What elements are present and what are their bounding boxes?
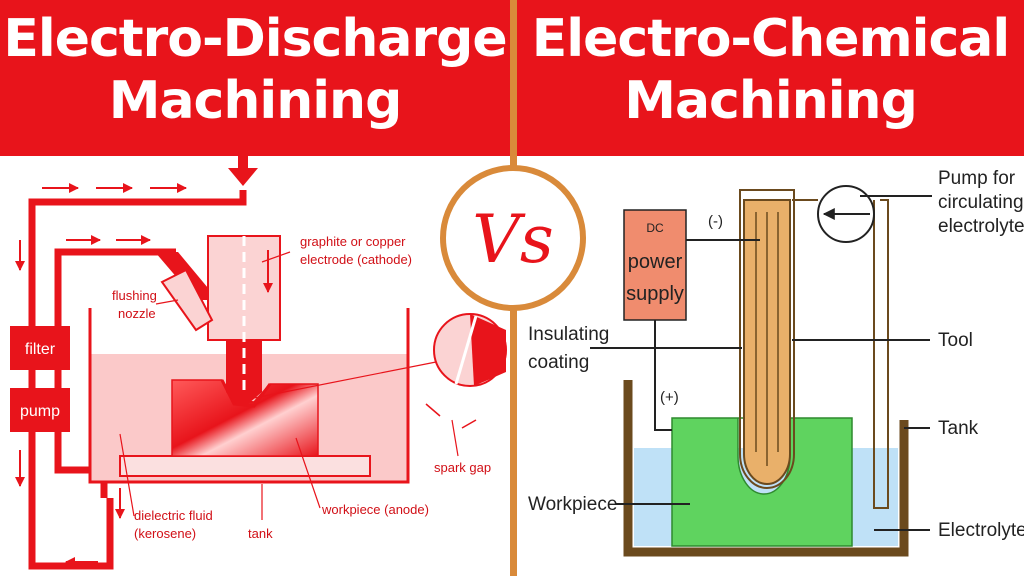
magnified-electrode: [470, 314, 506, 386]
vs-badge: Vs: [440, 165, 586, 311]
fluid-label-line1: dielectric fluid: [134, 508, 213, 523]
edm-base-plate: [119, 455, 371, 477]
filter-label: filter: [25, 341, 56, 358]
pump-label-line2: circulating: [938, 192, 1024, 213]
ecm-title-banner: Electro-Chemical Machining: [517, 0, 1024, 156]
ecm-wiring: [654, 239, 760, 431]
gap-marker-left: [425, 403, 441, 417]
tool-label: Tool: [938, 330, 973, 351]
electrode-label-line1: graphite or copper: [300, 234, 406, 249]
edm-leader-lines: [119, 251, 459, 520]
insulating-label-line1: Insulating: [528, 324, 609, 345]
dc-label-line2: power: [628, 251, 683, 273]
magnifier-leader: [253, 361, 437, 399]
edm-title-line1: Electro-Discharge: [3, 9, 507, 69]
dc-label-line3: supply: [626, 283, 684, 305]
tank-label-ecm: Tank: [938, 418, 979, 439]
ecm-tank: [623, 380, 909, 557]
flushing-nozzle: [160, 268, 214, 332]
minus-terminal-label: (-): [708, 213, 723, 230]
pump-label-line3: electrolyte: [938, 216, 1024, 237]
vs-text: Vs: [472, 201, 554, 278]
plus-terminal-label: (+): [660, 389, 679, 406]
edm-diagram: filter pump: [10, 156, 507, 570]
electrolyte-label: Electrolyte: [938, 520, 1024, 541]
spark-gap-label: spark gap: [434, 460, 491, 475]
edm-flow-arrows: [15, 183, 187, 567]
ecm-title-line1: Electro-Chemical: [531, 9, 1010, 69]
edm-inlet-arrow: [228, 156, 258, 186]
filter-box: [10, 326, 70, 370]
electrode-label-line2: electrode (cathode): [300, 252, 412, 267]
pump-label: pump: [20, 403, 60, 420]
ecm-diagram: DC power supply (-) (+) Pump for circula…: [528, 168, 1024, 557]
insulating-coating: [739, 189, 795, 489]
tank-label: tank: [248, 526, 273, 541]
dc-label-line1: DC: [646, 221, 664, 235]
magnified-gap: [454, 315, 478, 385]
ecm-title-line2: Machining: [624, 71, 918, 131]
ecm-leader-lines: [590, 195, 932, 531]
gap-marker-right: [461, 419, 477, 429]
edm-title-line2: Machining: [108, 71, 403, 131]
nozzle-label-line1: flushing: [112, 288, 157, 303]
insulating-label-line2: coating: [528, 352, 589, 373]
pump-label-line1: Pump for: [938, 168, 1016, 189]
circulation-pipe: [792, 199, 889, 509]
workpiece-label: workpiece (anode): [321, 502, 429, 517]
nozzle-label-line2: nozzle: [118, 306, 156, 321]
workpiece-label-ecm: Workpiece: [528, 494, 617, 515]
edm-tank: [88, 308, 410, 484]
edm-title-banner: Electro-Discharge Machining: [0, 0, 510, 156]
fluid-label-line2: (kerosene): [134, 526, 196, 541]
pump-box: [10, 388, 70, 432]
